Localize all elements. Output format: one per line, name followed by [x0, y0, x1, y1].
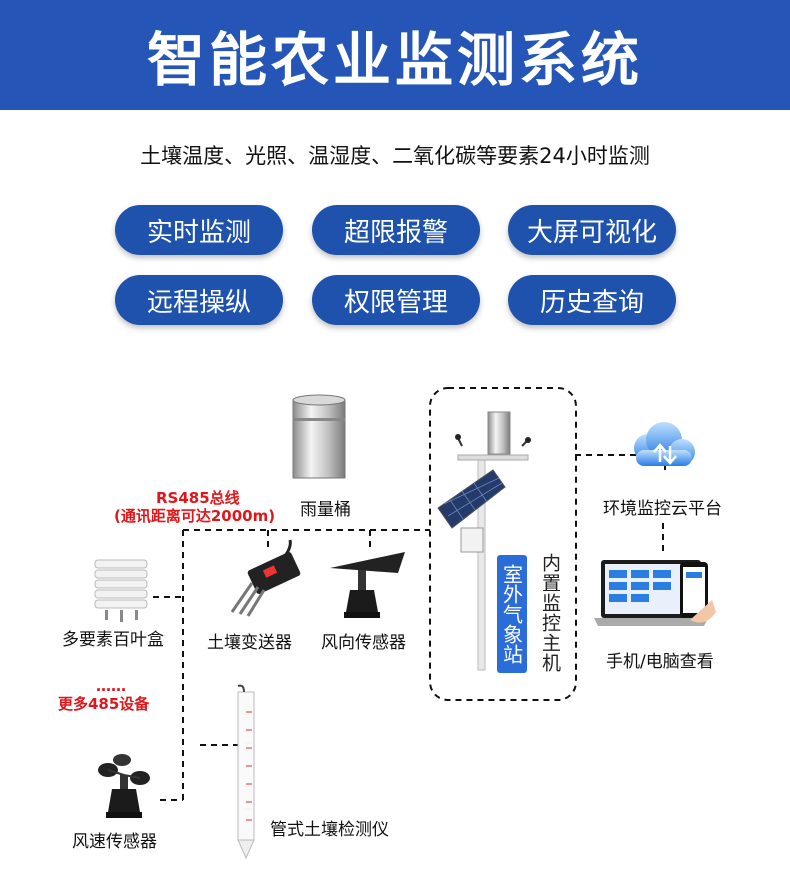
tube-soil-image	[237, 684, 255, 860]
page-title: 智能农业监测系统	[146, 26, 643, 94]
clients-label: 手机/电脑查看	[606, 652, 714, 672]
cloud-icon	[634, 422, 695, 466]
cloud-platform-label: 环境监控云平台	[603, 499, 722, 519]
more-devices-label: 更多485设备	[58, 695, 150, 713]
wind-direction-image	[330, 552, 405, 618]
louver-box-label: 多要素百叶盒	[62, 630, 164, 650]
bus-label: RS485总线	[156, 489, 240, 507]
station-badge: 室外气象站	[497, 555, 527, 673]
soil-transmitter-label: 土壤变送器	[207, 633, 292, 653]
page-subtitle: 土壤温度、光照、温湿度、二氧化碳等要素24小时监测	[140, 144, 650, 168]
bus-distance-label: (通讯距离可达2000m)	[114, 507, 276, 525]
feature-pill-alarm: 超限报警	[312, 205, 480, 255]
rain-gauge-image	[292, 394, 346, 479]
wind-speed-image	[98, 754, 150, 818]
more-devices-dots: ……	[96, 677, 126, 695]
tube-soil-label: 管式土壤检测仪	[270, 820, 389, 840]
rain-gauge-label: 雨量桶	[300, 500, 351, 520]
wind-direction-label: 风向传感器	[321, 633, 406, 653]
header-banner: 智能农业监测系统	[0, 0, 790, 110]
louver-box-image	[94, 559, 148, 622]
wind-speed-label: 风速传感器	[72, 832, 157, 852]
station-host-label: 内置监控主机	[539, 553, 561, 673]
feature-pill-permission: 权限管理	[312, 275, 480, 325]
feature-pill-remote: 远程操纵	[115, 275, 283, 325]
feature-pill-bigscreen: 大屏可视化	[508, 205, 676, 255]
laptop-phone-icon	[594, 560, 716, 626]
bus-lines	[153, 387, 666, 801]
feature-pill-history: 历史查询	[508, 275, 676, 325]
soil-transmitter-image	[230, 539, 301, 617]
feature-pill-realtime: 实时监测	[115, 205, 283, 255]
weather-station-image	[437, 411, 531, 671]
